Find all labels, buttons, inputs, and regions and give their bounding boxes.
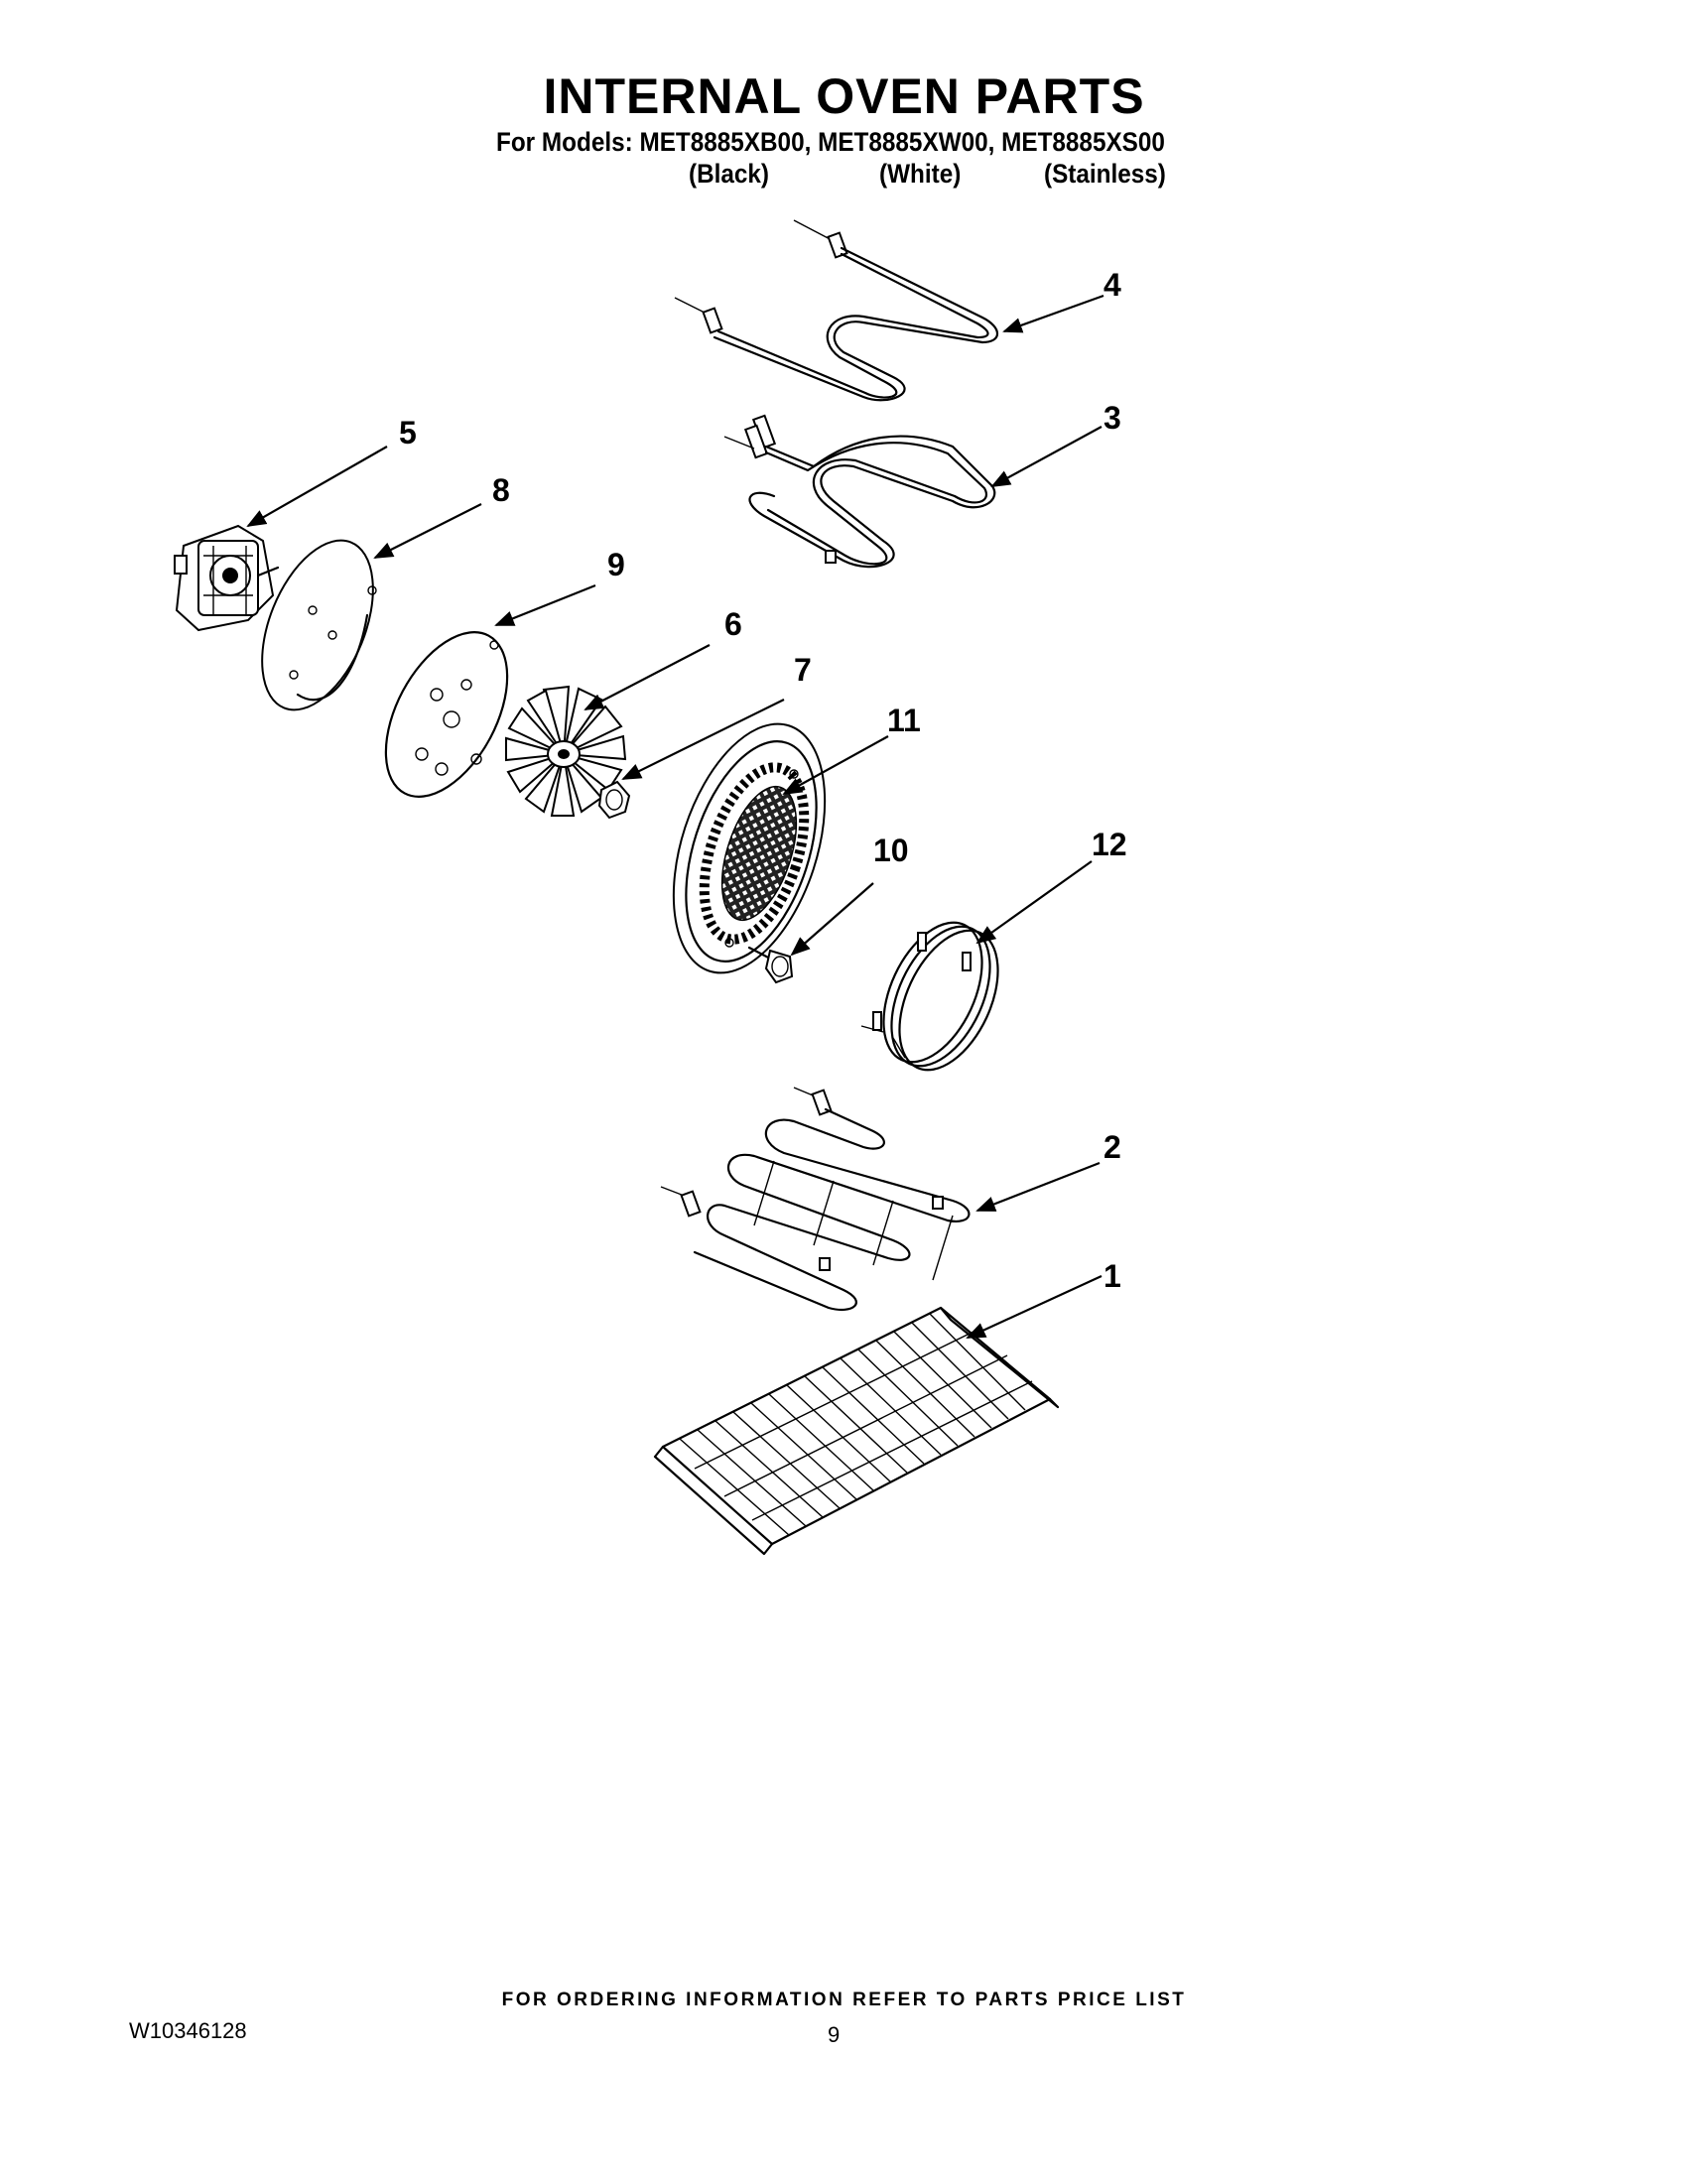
part-9-gasket [384,631,509,798]
ordering-footer: FOR ORDERING INFORMATION REFER TO PARTS … [501,1990,1187,2010]
part-8-plate [261,539,377,711]
part-7-nut [597,780,631,820]
callout-9: 9 [607,547,625,582]
callout-10: 10 [873,833,909,868]
callout-12: 12 [1092,827,1127,862]
part-5-motor [174,524,280,632]
color-stainless: (Stainless) [1044,159,1166,189]
color-black: (Black) [689,159,770,189]
page-number: 9 [828,2022,841,2047]
callout-11: 11 [887,703,921,738]
part-6-fan-blade [505,685,627,817]
part-11-fan-cover [672,722,827,974]
part-3-element [723,414,996,569]
callout-3: 3 [1104,400,1121,436]
callout-4: 4 [1104,267,1121,303]
callout-2: 2 [1104,1129,1121,1165]
callout-1: 1 [1104,1258,1121,1294]
part-4-broil-element [674,219,999,402]
leader-arrows [246,294,1104,1339]
page-title: INTERNAL OVEN PARTS [543,68,1145,124]
part-2-bake-element [660,1087,971,1312]
part-12-convection-element [860,921,999,1072]
callout-6: 6 [724,606,742,642]
color-white: (White) [879,159,962,189]
part-10-screw [747,946,794,984]
callout-6-label-8: 8 [492,472,510,508]
callout-5: 5 [399,415,417,450]
part-1-oven-rack [653,1306,1060,1556]
models-line: For Models: MET8885XB00, MET8885XW00, ME… [496,127,1165,157]
callout-7: 7 [794,652,812,688]
document-number: W10346128 [129,2018,247,2043]
